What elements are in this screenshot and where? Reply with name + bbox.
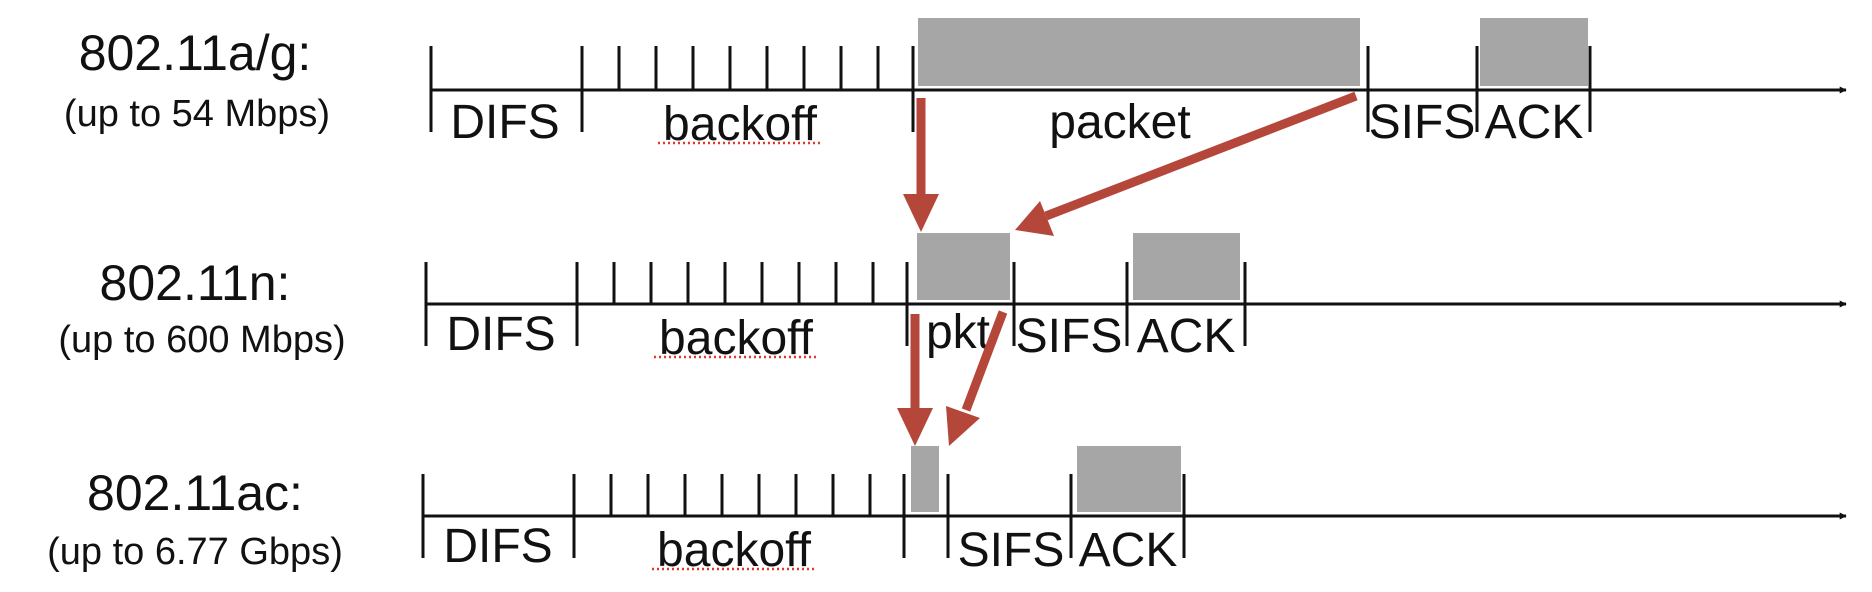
difs-label: DIFS [450, 96, 559, 149]
ack-label: ACK [1485, 96, 1584, 149]
row-80211ag: 802.11a/g: (up to 54 Mbps) DIFS backoff … [64, 18, 1847, 151]
backoff-slot-ticks [609, 474, 872, 516]
packet-label: pkt [926, 306, 990, 359]
ack-block [1480, 18, 1588, 86]
packet-block [918, 18, 1360, 86]
ack-block [1077, 446, 1181, 512]
standard-label: 802.11a/g: [79, 25, 312, 81]
packet-block [917, 233, 1010, 300]
sifs-label: SIFS [1369, 96, 1476, 149]
rate-label: (up to 6.77 Gbps) [47, 531, 343, 573]
row-80211n: 802.11n: (up to 600 Mbps) DIFS backoff p… [58, 233, 1847, 365]
packet-block [911, 446, 939, 512]
backoff-slot-ticks [612, 262, 875, 304]
ack-label: ACK [1079, 524, 1178, 577]
ack-block [1133, 233, 1240, 300]
arrow-n-to-ac-end [946, 310, 1008, 446]
arrow-n-to-ac-start [897, 314, 933, 446]
difs-label: DIFS [443, 520, 552, 573]
row-80211ac: 802.11ac: (up to 6.77 Gbps) DIFS backoff… [47, 446, 1847, 577]
shrink-arrows [897, 91, 1358, 446]
rate-label: (up to 54 Mbps) [64, 93, 330, 135]
backoff-slot-ticks [617, 46, 880, 90]
standard-label: 802.11ac: [87, 465, 303, 521]
difs-label: DIFS [446, 308, 555, 361]
rate-label: (up to 600 Mbps) [58, 319, 345, 361]
standard-label: 802.11n: [100, 255, 291, 311]
sifs-label: SIFS [958, 524, 1065, 577]
sifs-label: SIFS [1016, 310, 1123, 363]
arrow-ag-to-n-end [1015, 91, 1358, 236]
ack-label: ACK [1137, 310, 1236, 363]
packet-label: packet [1049, 96, 1190, 149]
arrow-ag-to-n-start [903, 98, 939, 232]
